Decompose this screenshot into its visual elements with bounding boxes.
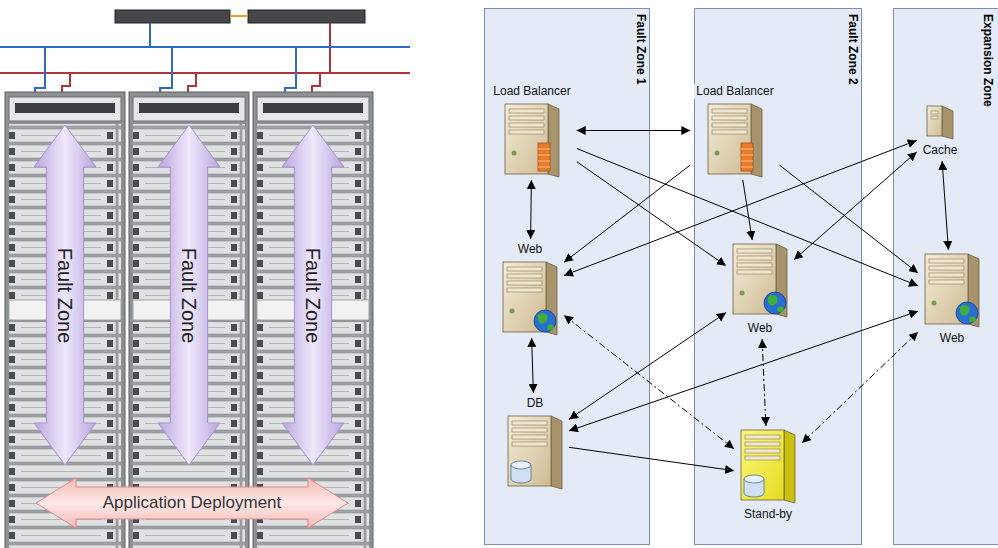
zone-panel: Fault Zone 2 Load BalancerWebStand-by [694, 8, 862, 545]
network-link [564, 165, 690, 262]
server-icon [738, 427, 798, 505]
server-rack [253, 92, 373, 548]
network-link [942, 161, 948, 250]
network-bus [0, 72, 410, 74]
server-icon [502, 101, 562, 179]
fault-zone-arrow: Fault Zone [34, 125, 96, 465]
server-node: Web [727, 241, 793, 338]
zone-heading: Fault Zone 1 [634, 14, 648, 85]
replication-link [564, 315, 734, 449]
network-link [577, 162, 726, 266]
server-label: Web [516, 242, 544, 257]
server-node: Web [919, 251, 985, 348]
network-link [530, 180, 532, 239]
server-label: Web [938, 331, 966, 346]
fault-zone-arrow: Fault Zone [282, 125, 344, 465]
server-rack [5, 92, 125, 548]
server-node: Stand-by [735, 427, 801, 524]
core-switch [248, 10, 365, 23]
network-link [577, 130, 691, 131]
server-rack [129, 92, 249, 548]
network-link [780, 165, 918, 273]
zone-heading: Fault Zone 2 [846, 14, 860, 85]
server-label: Load Balancer [491, 84, 572, 99]
zone-heading: Expansion Zone [981, 14, 995, 107]
server-icon [922, 251, 982, 329]
server-icon [500, 259, 560, 337]
network-link [577, 148, 918, 285]
server-icon [505, 413, 565, 491]
server-label: Web [746, 321, 774, 336]
core-switch [115, 10, 230, 23]
server-label: Load Balancer [694, 84, 775, 99]
network-link [743, 180, 752, 240]
replication-link [802, 332, 918, 443]
zone-panel: Fault Zone 1 Load BalancerWebDB [484, 8, 650, 545]
replication-link [762, 339, 766, 426]
server-icon [730, 241, 790, 319]
deployment-arrow: Application Deployment [36, 478, 348, 528]
server-node: Load Balancer [691, 82, 778, 179]
arrow-label: Fault Zone [302, 247, 325, 343]
network-link [794, 152, 917, 260]
server-node: Cache [918, 103, 963, 160]
network-link [569, 447, 734, 470]
arrow-label: Fault Zone [54, 247, 77, 343]
server-node: DB [502, 394, 568, 491]
arrow-label: Fault Zone [178, 247, 201, 343]
network-bus [0, 46, 410, 48]
arrow-label: Application Deployment [103, 493, 282, 513]
network-link [569, 313, 726, 420]
network-link [532, 338, 534, 393]
network-link [569, 311, 918, 431]
server-label: Stand-by [742, 507, 794, 522]
server-icon [705, 101, 765, 179]
fault-zone-arrow: Fault Zone [158, 125, 220, 465]
network-link [564, 140, 917, 275]
server-node: Web [497, 240, 563, 337]
server-icon [924, 103, 956, 141]
server-label: Cache [921, 143, 960, 158]
server-label: DB [525, 396, 546, 411]
server-node: Load Balancer [488, 82, 575, 179]
zone-panel: Expansion ZoneCacheWeb [893, 8, 998, 545]
